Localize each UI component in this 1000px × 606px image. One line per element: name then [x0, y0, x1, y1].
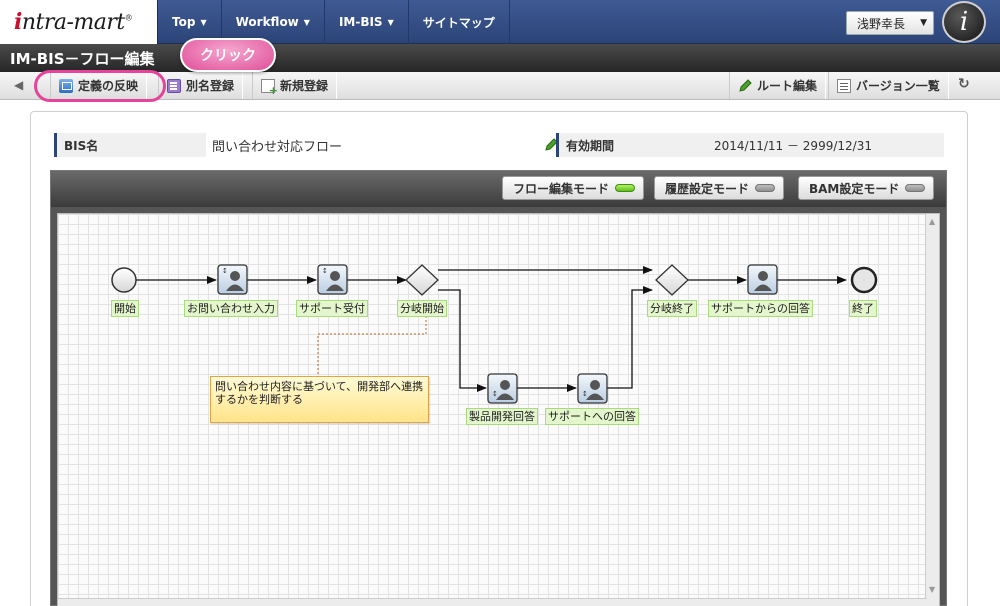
node-label-end: 終了 [849, 300, 877, 317]
node-label-support-accept: サポート受付 [296, 300, 368, 317]
mode-indicator-off [905, 184, 926, 192]
node-label-inquiry-input: お問い合わせ入力 [184, 300, 278, 317]
task-icon-inquiry-input: ↕ [217, 264, 248, 295]
alias-register-label: 別名登録 [186, 79, 235, 93]
list-icon [837, 78, 851, 93]
flow-diagram: ↕ ↕ ↕ ↕ [111, 264, 878, 404]
scroll-down-icon[interactable]: ▼ [929, 585, 936, 594]
bam-mode-button[interactable]: BAM設定モード [798, 176, 935, 200]
chevron-down-icon: ▼ [303, 17, 310, 27]
user-menu-dropdown[interactable]: 浅野幸長 ▼ [846, 11, 934, 35]
flow-edit-mode-button[interactable]: フロー編集モード [502, 176, 645, 200]
task-icon-support-reply [747, 264, 778, 295]
task-icon-support-accept: ↕ [317, 264, 348, 295]
click-callout-label: クリック [200, 48, 256, 64]
logo-text: intra-mart® [14, 9, 133, 35]
menu-workflow-label: Workflow [235, 15, 299, 29]
chevron-down-icon: ▼ [200, 17, 207, 27]
validity-label: 有効期間 [556, 133, 708, 157]
new-document-icon [261, 78, 278, 97]
new-register-button[interactable]: 新規登録 [252, 72, 338, 99]
menu-sitemap[interactable]: サイトマップ [409, 0, 510, 44]
mode-indicator-on [615, 184, 636, 192]
end-event-icon [850, 266, 878, 294]
page-title: IM-BIS－フロー編集 [10, 49, 155, 68]
bam-mode-label: BAM設定モード [809, 181, 900, 196]
bis-name-value: 問い合わせ対応フロー [212, 139, 343, 155]
gateway-branch-end-icon [655, 264, 689, 296]
version-list-button[interactable]: バージョン一覧 [828, 72, 949, 99]
scroll-up-icon[interactable]: ▲ [929, 217, 936, 226]
svg-text:↕: ↕ [582, 390, 588, 398]
mode-indicator-off [755, 184, 776, 192]
page-title-bar: IM-BIS－フロー編集 [0, 44, 1000, 72]
pencil-icon [739, 78, 752, 92]
vertical-scrollbar[interactable]: ▲ ▼ [925, 214, 939, 606]
top-navigation-bar: intra-mart® Top ▼ Workflow ▼ IM-BIS ▼ サイトマッ… [0, 0, 1000, 44]
node-label-branch-start: 分岐開始 [397, 300, 447, 317]
flow-editor: フロー編集モード 履歴設定モード BAM設定モード [50, 170, 947, 606]
task-icon-product-answer: ↕ [487, 373, 518, 404]
history-mode-button[interactable]: 履歴設定モード [654, 176, 785, 200]
reflect-icon [59, 78, 73, 93]
main-menu: Top ▼ Workflow ▼ IM-BIS ▼ サイトマップ [158, 0, 510, 44]
chevron-down-icon: ▼ [920, 18, 927, 28]
node-label-start: 開始 [111, 300, 139, 317]
menu-im-bis[interactable]: IM-BIS ▼ [325, 0, 409, 44]
bis-name-label: BIS名 [54, 133, 206, 157]
info-icon[interactable]: i [942, 1, 986, 43]
svg-text:↕: ↕ [222, 267, 228, 275]
new-register-label: 新規登録 [280, 79, 329, 93]
svg-text:↕: ↕ [322, 267, 328, 275]
flow-edit-mode-label: フロー編集モード [513, 181, 610, 196]
node-label-product-answer: 製品開発回答 [466, 408, 538, 425]
menu-top-label: Top [172, 15, 196, 29]
gateway-branch-start-icon [405, 264, 439, 296]
intra-mart-logo[interactable]: intra-mart® [0, 0, 158, 44]
chevron-down-icon: ▼ [387, 17, 394, 27]
back-arrow-icon[interactable]: ◀ [14, 78, 24, 92]
route-edit-button[interactable]: ルート編集 [729, 72, 827, 99]
task-icon-support-answer: ↕ [577, 373, 608, 404]
node-label-support-answer: サポートへの回答 [545, 408, 639, 425]
click-callout: クリック [180, 38, 276, 72]
flow-canvas[interactable]: ↕ ↕ ↕ ↕ [57, 213, 940, 606]
menu-im-bis-label: IM-BIS [338, 15, 383, 29]
svg-text:↕: ↕ [492, 390, 498, 398]
history-mode-label: 履歴設定モード [665, 181, 750, 196]
edge-branch-to-product [438, 289, 487, 392]
bis-name-row: BIS名 問い合わせ対応フロー [54, 133, 558, 157]
edge-support-to-branchend [607, 286, 653, 389]
reflect-definition-button[interactable]: 定義の反映 [50, 72, 148, 99]
annotation-note[interactable]: 問い合わせ内容に基づいて、開発部へ連携するかを判断する [210, 376, 429, 423]
start-event-icon [111, 267, 137, 293]
toolbar: ◀ 定義の反映 別名登録 新規登録 ルート編集 バージョン一覧 ↻ [0, 72, 1000, 100]
validity-value: 2014/11/11 － 2999/12/31 [708, 133, 944, 157]
mode-bar: フロー編集モード 履歴設定モード BAM設定モード [51, 171, 946, 207]
node-label-support-reply: サポートからの回答 [708, 300, 813, 317]
reload-icon[interactable]: ↻ [958, 76, 970, 92]
reflect-definition-label: 定義の反映 [78, 79, 139, 93]
horizontal-scrollbar[interactable] [58, 598, 927, 606]
user-name: 浅野幸長 [857, 16, 906, 31]
node-label-branch-end: 分岐終了 [647, 300, 697, 317]
pencil-icon[interactable] [544, 138, 558, 152]
route-edit-label: ルート編集 [757, 79, 818, 93]
alias-register-button[interactable]: 別名登録 [158, 72, 244, 99]
menu-sitemap-label: サイトマップ [422, 15, 495, 30]
alias-icon [167, 78, 181, 93]
validity-row: 有効期間 2014/11/11 － 2999/12/31 [556, 133, 944, 157]
info-glyph: i [959, 7, 969, 37]
version-list-label: バージョン一覧 [856, 79, 940, 93]
menu-workflow[interactable]: Workflow ▼ [222, 0, 325, 44]
menu-top[interactable]: Top ▼ [158, 0, 222, 44]
note-connector [317, 308, 427, 374]
